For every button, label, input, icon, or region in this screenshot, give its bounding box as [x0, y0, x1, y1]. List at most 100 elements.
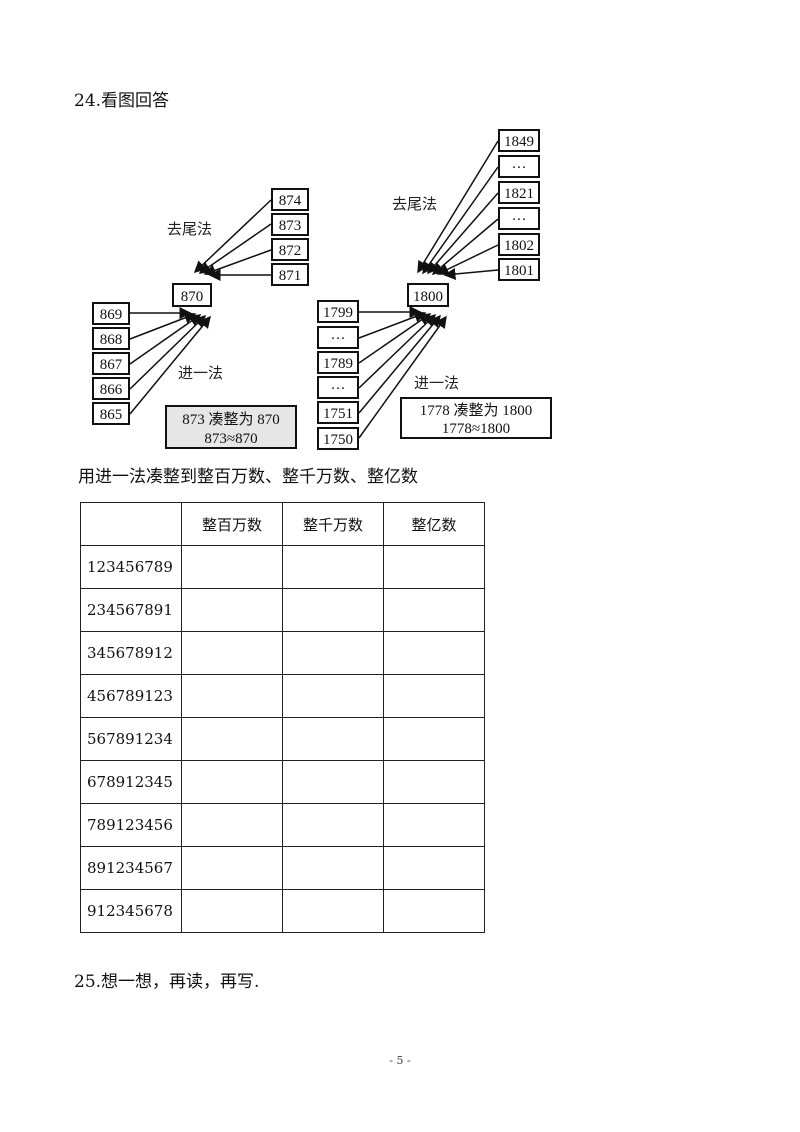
- answer-cell-hundred-million[interactable]: [383, 545, 485, 589]
- left-upper-box-0: 874: [271, 188, 309, 211]
- table-header-million: 整百万数: [181, 502, 283, 546]
- question-24-title: 24.看图回答: [74, 91, 170, 111]
- left-center-box: [172, 283, 212, 307]
- answer-cell-million[interactable]: [181, 545, 283, 589]
- answer-cell-hundred-million[interactable]: [383, 846, 485, 890]
- svg-text:1821: 1821: [504, 186, 534, 202]
- answer-cell-ten-million[interactable]: [282, 588, 384, 632]
- right-upper-box-4: 1802: [498, 233, 540, 256]
- answer-cell-hundred-million[interactable]: [383, 889, 485, 933]
- answer-cell-million[interactable]: [181, 889, 283, 933]
- table-header-row: 整百万数 整千万数 整亿数: [80, 502, 485, 546]
- svg-text:873: 873: [279, 218, 302, 234]
- svg-text:867: 867: [100, 357, 123, 373]
- svg-text:···: ···: [331, 331, 346, 347]
- svg-text:···: ···: [512, 160, 527, 176]
- left-upper-box-2: 872: [271, 238, 309, 261]
- answer-cell-hundred-million[interactable]: [383, 803, 485, 847]
- rounding-answer-table: 整百万数 整千万数 整亿数 123456789 234567891 345678…: [80, 502, 485, 933]
- table-row: 234567891: [80, 588, 485, 632]
- answer-cell-million[interactable]: [181, 803, 283, 847]
- answer-cell-million[interactable]: [181, 674, 283, 718]
- answer-cell-ten-million[interactable]: [282, 717, 384, 761]
- svg-text:869: 869: [100, 307, 123, 323]
- right-upper-box-5: 1801: [498, 258, 540, 281]
- svg-text:···: ···: [331, 381, 346, 397]
- right-lower-arrows: [358, 306, 447, 439]
- left-note-box: [165, 405, 297, 449]
- svg-text:866: 866: [100, 382, 123, 398]
- right-note-box: [400, 397, 552, 439]
- svg-text:1799: 1799: [323, 305, 353, 321]
- answer-cell-hundred-million[interactable]: [383, 760, 485, 804]
- instruction-text: 用进一法凑整到整百万数、整千万数、整亿数: [78, 467, 418, 487]
- right-upper-box-2: 1821: [498, 181, 540, 204]
- row-number: 678912345: [80, 760, 182, 804]
- right-lower-box-2: 1789: [317, 351, 359, 374]
- answer-cell-million[interactable]: [181, 717, 283, 761]
- svg-text:868: 868: [100, 332, 123, 348]
- left-note-line1: 873 凑整为 870: [182, 411, 280, 428]
- row-number: 123456789: [80, 545, 182, 589]
- left-upper-arrows: [193, 199, 272, 281]
- table-header-ten-million: 整千万数: [282, 502, 384, 546]
- table-header-corner: [80, 502, 182, 546]
- answer-cell-ten-million[interactable]: [282, 631, 384, 675]
- svg-text:871: 871: [279, 268, 302, 284]
- answer-cell-hundred-million[interactable]: [383, 717, 485, 761]
- right-upper-arrows: [417, 140, 499, 280]
- row-number: 567891234: [80, 717, 182, 761]
- table-row: 345678912: [80, 631, 485, 675]
- svg-text:1750: 1750: [323, 432, 353, 448]
- svg-text:872: 872: [279, 243, 302, 259]
- right-lower-box-1: ···: [317, 326, 359, 349]
- question-25-title: 25.想一想，再读，再写.: [74, 972, 260, 992]
- svg-text:1802: 1802: [504, 238, 534, 254]
- answer-cell-million[interactable]: [181, 588, 283, 632]
- answer-cell-hundred-million[interactable]: [383, 631, 485, 675]
- right-lower-method-label: 进一法: [414, 374, 459, 392]
- left-lower-arrows: [129, 307, 211, 415]
- right-note-line2: 1778≈1800: [442, 421, 510, 437]
- svg-text:1849: 1849: [504, 134, 534, 150]
- table-header-hundred-million: 整亿数: [383, 502, 485, 546]
- left-lower-box-1: 868: [92, 327, 130, 350]
- answer-cell-million[interactable]: [181, 631, 283, 675]
- table-row: 456789123: [80, 674, 485, 718]
- answer-cell-ten-million[interactable]: [282, 803, 384, 847]
- answer-cell-ten-million[interactable]: [282, 674, 384, 718]
- left-upper-method-label: 去尾法: [167, 220, 212, 238]
- left-upper-box-3: 871: [271, 263, 309, 286]
- svg-text:1751: 1751: [323, 406, 353, 422]
- right-center-value: 1800: [413, 289, 443, 305]
- answer-cell-million[interactable]: [181, 846, 283, 890]
- answer-cell-hundred-million[interactable]: [383, 674, 485, 718]
- answer-cell-ten-million[interactable]: [282, 889, 384, 933]
- left-note-line2: 873≈870: [204, 431, 257, 447]
- table-row: 678912345: [80, 760, 485, 804]
- row-number: 456789123: [80, 674, 182, 718]
- left-upper-box-1: 873: [271, 213, 309, 236]
- answer-cell-million[interactable]: [181, 760, 283, 804]
- table-row: 891234567: [80, 846, 485, 890]
- left-lower-box-3: 866: [92, 377, 130, 400]
- answer-cell-hundred-million[interactable]: [383, 588, 485, 632]
- rounding-figure: 去尾法 进一法 870 874 873 872 871: [0, 0, 800, 460]
- right-lower-box-5: 1750: [317, 427, 359, 450]
- answer-cell-ten-million[interactable]: [282, 545, 384, 589]
- row-number: 234567891: [80, 588, 182, 632]
- svg-text:1801: 1801: [504, 263, 534, 279]
- svg-text:1789: 1789: [323, 356, 353, 372]
- row-number: 345678912: [80, 631, 182, 675]
- left-center-value: 870: [181, 289, 204, 305]
- table-row: 912345678: [80, 889, 485, 933]
- answer-cell-ten-million[interactable]: [282, 760, 384, 804]
- right-note-line1: 1778 凑整为 1800: [420, 402, 533, 419]
- left-lower-method-label: 进一法: [178, 364, 223, 382]
- page-number: - 5 -: [389, 1054, 411, 1067]
- answer-cell-ten-million[interactable]: [282, 846, 384, 890]
- row-number: 891234567: [80, 846, 182, 890]
- table-row: 789123456: [80, 803, 485, 847]
- table-row: 567891234: [80, 717, 485, 761]
- right-center-box: [407, 283, 449, 307]
